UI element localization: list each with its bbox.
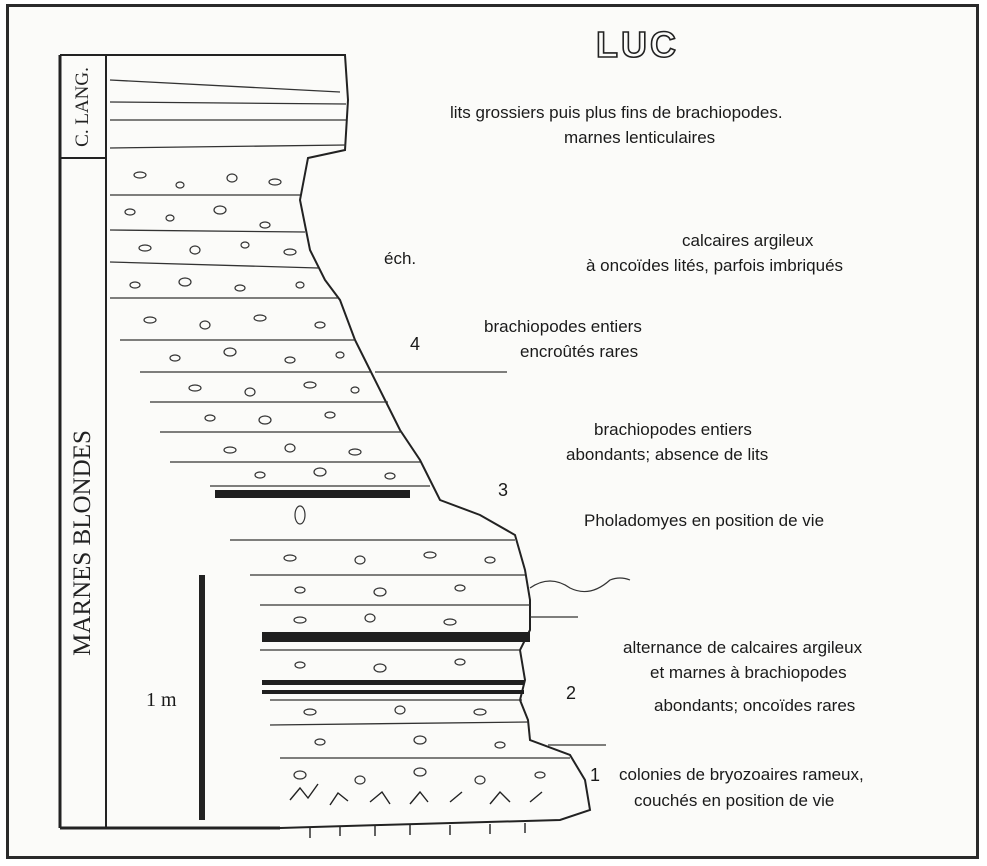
annotation-alt-1: alternance de calcaires argileux bbox=[623, 638, 863, 657]
column-profile bbox=[106, 54, 592, 829]
annotation-calc-2: à oncoïdes lités, parfois imbriqués bbox=[586, 256, 844, 275]
figure-title: LUC bbox=[595, 23, 679, 66]
annotation-brach3-1: brachiopodes entiers bbox=[594, 420, 752, 439]
scale-label: 1 m bbox=[146, 689, 177, 711]
annotation-brach4-1: brachiopodes entiers bbox=[484, 317, 642, 336]
level-number-4: 4 bbox=[410, 334, 421, 354]
level-number-3: 3 bbox=[498, 480, 509, 500]
annotation-bryo-1: colonies de bryozoaires rameux, bbox=[619, 765, 864, 784]
bryozoan-colonies bbox=[289, 783, 543, 838]
annotation-brach3-2: abondants; absence de lits bbox=[566, 445, 769, 464]
annotation-alt-2: et marnes à brachiopodes bbox=[650, 663, 847, 682]
annotation-alt-3: abondants; oncoïdes rares bbox=[654, 696, 856, 715]
annotation-brach4-2: encroûtés rares bbox=[520, 342, 639, 361]
level-number-2: 2 bbox=[566, 683, 577, 703]
annotation-calc-1: calcaires argileux bbox=[682, 231, 814, 250]
annotation-pholadomyes: Pholadomyes en position de vie bbox=[584, 511, 825, 530]
sample-label: éch. bbox=[384, 249, 417, 268]
unit-label-c-lang: C. LANG. bbox=[72, 67, 93, 147]
marl-bands bbox=[215, 490, 530, 694]
level-separators bbox=[375, 371, 631, 746]
bedding-planes bbox=[109, 79, 570, 759]
annotation-top-1: lits grossiers puis plus fins de brachio… bbox=[450, 103, 783, 122]
annotation-bryo-2: couchés en position de vie bbox=[634, 791, 835, 810]
level-number-1: 1 bbox=[590, 765, 601, 785]
unit-label-marnes-blondes: MARNES BLONDES bbox=[69, 430, 96, 656]
unit-boxes bbox=[58, 54, 280, 830]
annotation-top-2: marnes lenticulaires bbox=[564, 128, 716, 147]
fossil-texture bbox=[124, 171, 546, 785]
